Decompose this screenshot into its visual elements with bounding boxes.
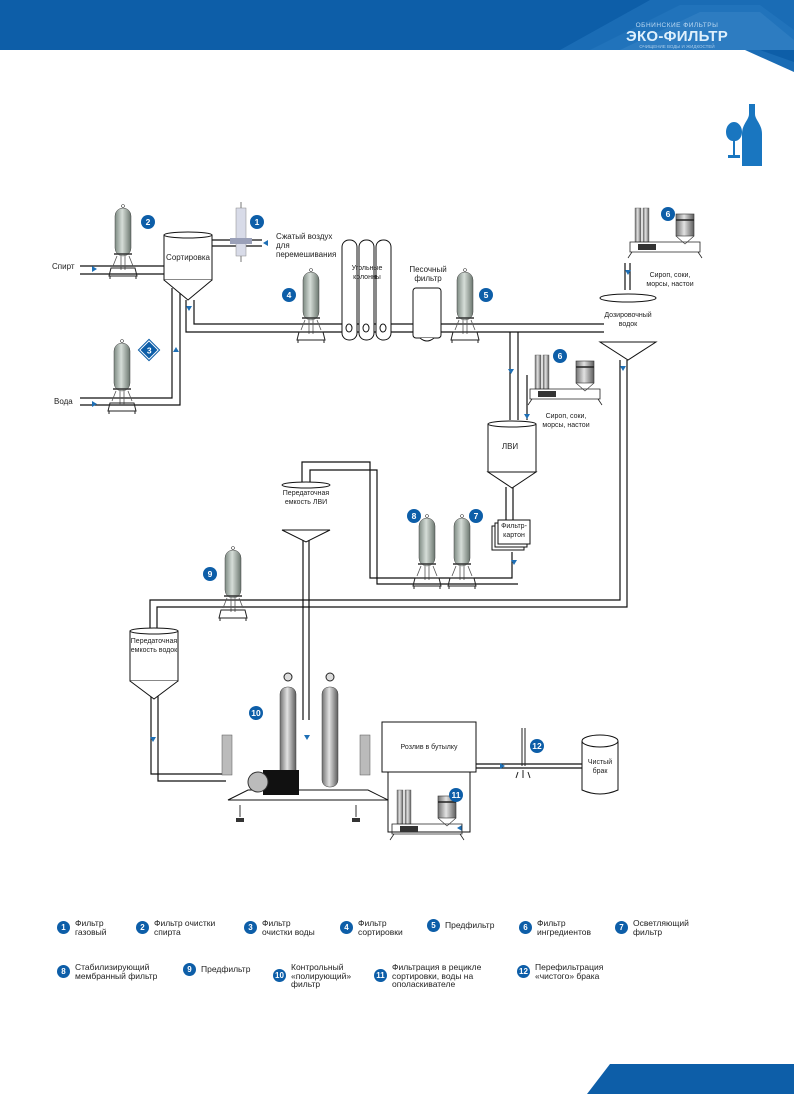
marker-11: 11 <box>449 788 463 802</box>
brand-name: ЭКО-ФИЛЬТР <box>625 28 729 45</box>
label-filter-carton: Фильтр-картон <box>501 523 527 539</box>
legend-text: Перефильтрация «чистого» брака <box>535 962 604 981</box>
legend-item-12: 12 Перефильтрация «чистого» брака <box>517 963 603 980</box>
label-syrups-mid: Сироп, соки, морсы, настои <box>542 413 590 429</box>
legend-item-4: 4 Фильтр сортировки <box>340 919 403 936</box>
legend-item-8: 8 Стабилизирующий мембранный фильтр <box>57 963 157 980</box>
label-compressed-air: Сжатый воздух для перемешивания <box>276 232 337 259</box>
filter-12 <box>515 728 531 779</box>
label-transfer-vodka: Передаточная емкость водок <box>130 638 178 654</box>
marker-8: 8 <box>407 509 421 523</box>
legend-num: 4 <box>340 921 353 934</box>
marker-7: 7 <box>469 509 483 523</box>
legend-num: 10 <box>273 969 286 983</box>
brand-line1: ОБНИНСКИЕ ФИЛЬТРЫ <box>635 22 719 29</box>
bottling-box <box>381 721 477 833</box>
legend-item-2: 2 Фильтр очистки спирта <box>136 919 215 936</box>
wine-bottle-glass-icon <box>726 104 762 166</box>
label-bottling: Розлив в бутылку <box>400 744 458 751</box>
legend-text: Предфильтр <box>201 964 251 975</box>
legend-num: 9 <box>183 963 196 976</box>
legend-text: Фильтр очистки воды <box>262 918 315 937</box>
legend-item-3: 3 Фильтр очистки воды <box>244 919 315 936</box>
filter-1-gas <box>230 202 252 262</box>
dosing-tank <box>598 293 658 361</box>
legend-text: Фильтрация в рецикле сортировки, воды на… <box>392 962 482 989</box>
transfer-lvi-tank <box>281 481 331 543</box>
legend-num: 2 <box>136 921 149 934</box>
filter-carton <box>491 519 531 551</box>
marker-2: 2 <box>141 215 155 229</box>
legend-num: 7 <box>615 921 628 934</box>
label-clean-reject: Чистый брак <box>587 759 613 775</box>
legend-item-1: 1 Фильтр газовый <box>57 919 106 936</box>
label-blending: Сортировка <box>166 253 210 262</box>
marker-6-mid: 6 <box>553 349 567 363</box>
legend-text: Предфильтр <box>445 920 495 931</box>
syrup-station-mid <box>528 355 602 405</box>
legend-num: 3 <box>244 921 257 934</box>
legend-text: Фильтр очистки спирта <box>154 918 216 937</box>
legend-num: 5 <box>427 919 440 932</box>
header-stripe <box>745 50 794 72</box>
filter-4-blending <box>296 267 326 344</box>
legend-text: Осветляющий фильтр <box>633 918 689 937</box>
filter-5-prefilter <box>450 267 480 344</box>
legend-item-7: 7 Осветляющий фильтр <box>615 919 689 936</box>
filter-2-spirit <box>108 203 138 280</box>
marker-6-top: 6 <box>661 207 675 221</box>
marker-12: 12 <box>530 739 544 753</box>
label-transfer-lvi: Передаточная емкость ЛВИ <box>282 490 330 506</box>
marker-1: 1 <box>250 215 264 229</box>
transfer-vodka-tank <box>129 627 179 700</box>
filter-9-prefilter <box>218 545 248 622</box>
legend-num: 6 <box>519 921 532 934</box>
brand-line3: ОЧИЩЕНИЕ ВОДЫ И ЖИДКОСТЕЙ <box>639 44 715 49</box>
process-diagram <box>80 202 794 900</box>
legend-text: Фильтр ингредиентов <box>537 918 591 937</box>
legend-item-9: 9 Предфильтр <box>183 963 250 976</box>
lvi-tank <box>486 420 538 489</box>
legend-text: Контрольный «полирующий» фильтр <box>291 962 352 989</box>
clean-reject-tank <box>581 734 619 795</box>
legend-item-11: 11 Фильтрация в рецикле сортировки, воды … <box>374 963 481 989</box>
legend-item-6: 6 Фильтр ингредиентов <box>519 919 591 936</box>
header-decoration <box>560 0 794 50</box>
polishing-station-10 <box>221 672 389 822</box>
marker-9: 9 <box>203 567 217 581</box>
marker-3-text: 3 <box>146 344 152 355</box>
filter-7-clarifying <box>447 513 477 590</box>
legend-item-5: 5 Предфильтр <box>427 919 494 932</box>
header-bar: ОБНИНСКИЕ ФИЛЬТРЫ ЭКО-ФИЛЬТР ОЧИЩЕНИЕ ВО… <box>0 0 794 50</box>
label-sand-filter: Песочный фильтр <box>409 265 447 283</box>
flow-arrows <box>92 240 631 831</box>
legend-num: 8 <box>57 965 70 978</box>
marker-10: 10 <box>249 706 263 720</box>
label-water: Вода <box>54 397 73 406</box>
label-syrups-top: Сироп, соки, морсы, настои <box>646 272 694 288</box>
label-carbon-columns: Угольные колонны <box>351 265 383 281</box>
legend-text: Фильтр сортировки <box>358 918 403 937</box>
legend-num: 11 <box>374 969 387 983</box>
legend-text: Стабилизирующий мембранный фильтр <box>75 962 158 981</box>
filter-3-water <box>107 338 137 415</box>
legend-item-10: 10 Контрольный «полирующий» фильтр <box>273 963 351 989</box>
blending-tank <box>163 231 213 301</box>
carbon-columns <box>341 239 392 341</box>
filter-8-membrane <box>412 513 442 590</box>
sand-filter-vessel <box>412 287 442 342</box>
marker-5: 5 <box>479 288 493 302</box>
label-dosing: Дозировочный водок <box>604 312 652 328</box>
legend-num: 1 <box>57 921 70 934</box>
label-spirit: Спирт <box>52 262 75 271</box>
legend-text: Фильтр газовый <box>75 918 107 937</box>
brand-logo: ОБНИНСКИЕ ФИЛЬТРЫ ЭКО-ФИЛЬТР ОЧИЩЕНИЕ ВО… <box>612 22 742 49</box>
label-lvi: ЛВИ <box>501 442 519 451</box>
legend-num: 12 <box>517 965 530 978</box>
marker-4: 4 <box>282 288 296 302</box>
